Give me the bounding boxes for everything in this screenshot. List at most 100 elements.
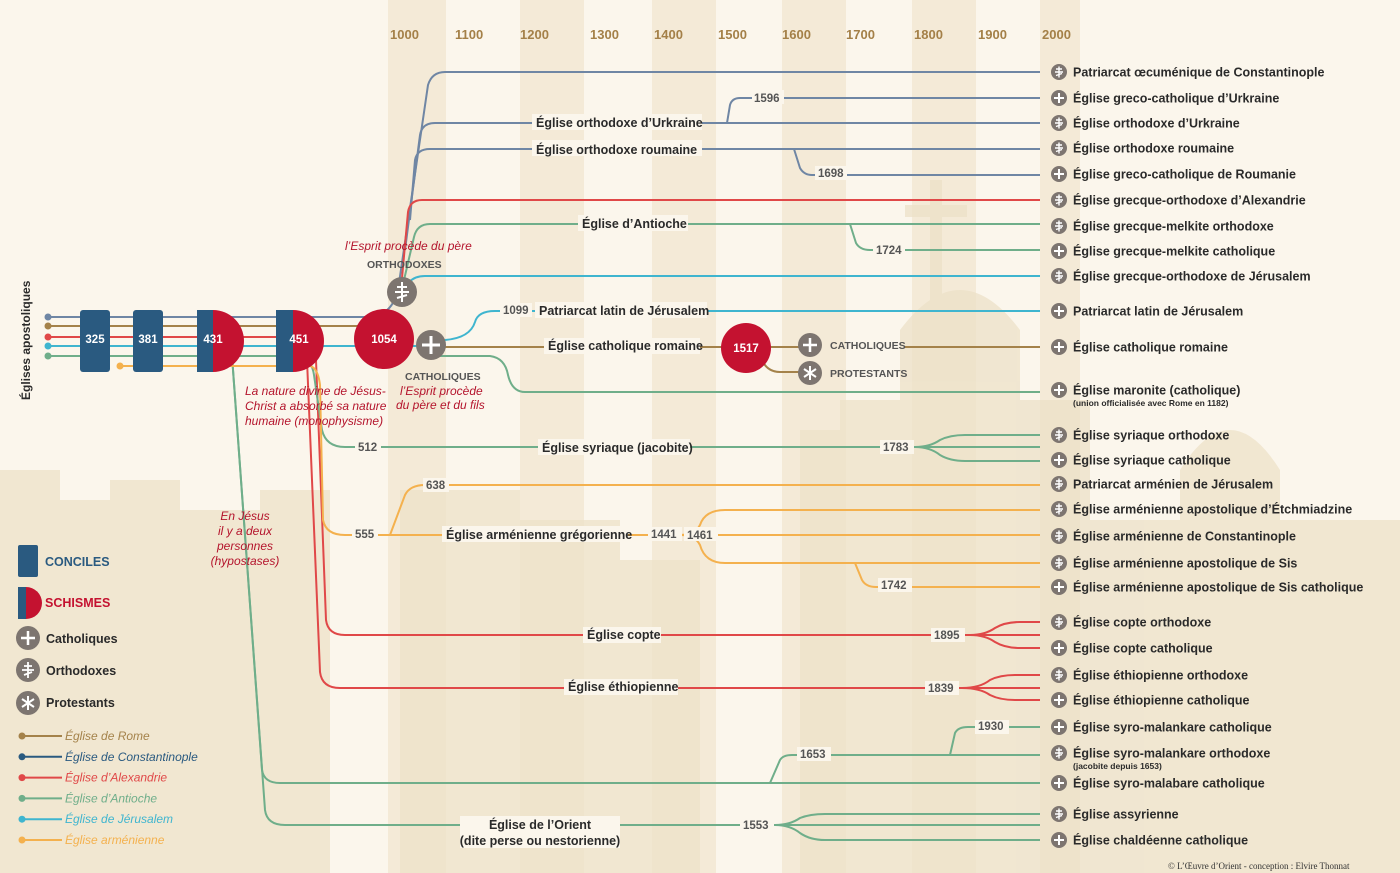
- endpoint-item: Église maronite (catholique)(union offic…: [1051, 382, 1240, 408]
- date-label: 1461: [687, 530, 713, 542]
- endpoint-label: Église syriaque orthodoxe: [1073, 428, 1229, 443]
- group-catholiques: CATHOLIQUES: [405, 371, 481, 383]
- catholic-cross-icon: [1051, 775, 1067, 791]
- endpoint-label: Église maronite (catholique): [1073, 383, 1240, 398]
- endpoint-label: Église copte catholique: [1073, 641, 1213, 656]
- council-381: 381: [133, 310, 163, 372]
- catholic-cross-icon: [1051, 452, 1067, 468]
- endpoint-label: Église éthiopienne orthodoxe: [1073, 668, 1248, 683]
- catholic-cross-icon: [1051, 339, 1067, 355]
- orthodox-cross-icon: [1051, 64, 1067, 80]
- endpoint-item: Église orthodoxe roumaine: [1051, 140, 1234, 156]
- orthodox-cross-icon: [1051, 528, 1067, 544]
- note-deux-personnes: En Jésus: [220, 509, 269, 523]
- schism-1054: 1054: [354, 309, 414, 369]
- catholic-cross-icon: [1051, 90, 1067, 106]
- date-label: 1441: [651, 529, 677, 541]
- endpoint-item: Église grecque-melkite catholique: [1051, 243, 1275, 259]
- endpoint-label: Patriarcat arménien de Jérusalem: [1073, 478, 1273, 492]
- date-label: 1724: [876, 245, 902, 257]
- orthodox-cross-icon: [16, 658, 40, 682]
- catholic-cross-icon: [1051, 166, 1067, 182]
- endpoint-label: Église copte orthodoxe: [1073, 615, 1211, 630]
- date-label: 1930: [978, 721, 1004, 733]
- endpoint-item: Église éthiopienne catholique: [1051, 692, 1249, 708]
- endpoint-item: Église arménienne apostolique de Sis: [1051, 555, 1297, 571]
- orthodox-cross-icon: [1051, 218, 1067, 234]
- branch-label: Église syriaque (jacobite): [542, 440, 693, 455]
- legend-line-item: Église arménienne: [18, 832, 165, 847]
- council-label: 451: [289, 334, 309, 346]
- date-label: 638: [426, 480, 446, 492]
- endpoint-item: Église copte catholique: [1051, 640, 1213, 656]
- endpoint-item: Église éthiopienne orthodoxe: [1051, 667, 1248, 683]
- catholic-cross-icon: [16, 626, 40, 650]
- endpoint-sublabel: (jacobite depuis 1653): [1073, 761, 1162, 771]
- legend-protestants: Protestants: [46, 696, 115, 710]
- schism-label: 1054: [371, 334, 397, 346]
- year-label: 1200: [520, 27, 549, 42]
- schism-label: 1517: [733, 343, 759, 355]
- legend-line-item: Église d’Alexandrie: [18, 770, 167, 785]
- catholic-cross-icon: [1051, 640, 1067, 656]
- note-deux-personnes: personnes: [216, 539, 273, 553]
- date-label: 1895: [934, 630, 960, 642]
- catholic-cross-icon: [416, 330, 446, 360]
- note-deux-personnes: il y a deux: [218, 524, 273, 538]
- endpoint-list: Patriarcat œcuménique de ConstantinopleÉ…: [1051, 64, 1363, 848]
- endpoint-item: Église greco-catholique de Roumanie: [1051, 166, 1296, 182]
- endpoint-label: Église grecque-melkite catholique: [1073, 244, 1275, 259]
- branch-label: Patriarcat latin de Jérusalem: [539, 304, 709, 318]
- orthodox-cross-icon: [1051, 476, 1067, 492]
- branch-label: Église d’Antioche: [582, 216, 687, 231]
- endpoint-label: Église syro-malankare catholique: [1073, 720, 1272, 735]
- legend-line-label: Église de Rome: [65, 728, 150, 743]
- note-monophysisme: La nature divine de Jésus-: [245, 384, 386, 398]
- council-label: 381: [138, 334, 158, 346]
- endpoint-item: Église copte orthodoxe: [1051, 614, 1211, 630]
- orthodox-cross-icon: [1051, 140, 1067, 156]
- branch-label: Église arménienne grégorienne: [446, 527, 632, 542]
- legend-line-item: Église de Jérusalem: [18, 811, 173, 826]
- endpoint-item: Église orthodoxe d’Urkraine: [1051, 115, 1240, 131]
- legend-line-item: Église de Constantinople: [18, 749, 198, 764]
- endpoint-label: Église arménienne de Constantinople: [1073, 529, 1296, 544]
- catholic-cross-icon: [1051, 382, 1067, 398]
- endpoint-label: Église arménienne apostolique de Sis cat…: [1073, 580, 1363, 595]
- group-orthodoxes: ORTHODOXES: [367, 259, 442, 271]
- vertical-title: Églises apostoliques: [18, 280, 33, 400]
- endpoint-item: Église syriaque orthodoxe: [1051, 427, 1229, 443]
- year-label: 1000: [390, 27, 419, 42]
- note-esprit-pere: l’Esprit procède du père: [345, 239, 472, 253]
- orthodox-cross-icon: [1051, 192, 1067, 208]
- year-label: 1700: [846, 27, 875, 42]
- date-label: 1653: [800, 749, 826, 761]
- endpoint-item: Église grecque-orthodoxe de Jérusalem: [1051, 268, 1311, 284]
- endpoint-label: Église catholique romaine: [1073, 340, 1228, 355]
- year-label: 1800: [914, 27, 943, 42]
- endpoint-label: Église syro-malankare orthodoxe: [1073, 746, 1270, 761]
- note-deux-personnes: (hypostases): [211, 554, 280, 568]
- orthodox-cross-icon: [1051, 667, 1067, 683]
- year-label: 1400: [654, 27, 683, 42]
- catholic-cross-icon: [1051, 579, 1067, 595]
- legend-line-label: Église arménienne: [65, 832, 165, 847]
- date-label: 1742: [881, 580, 907, 592]
- endpoint-label: Église assyrienne: [1073, 807, 1179, 822]
- date-label: 512: [358, 442, 377, 454]
- branch-label: Église orthodoxe roumaine: [536, 142, 697, 157]
- date-label: 1596: [754, 93, 780, 105]
- branch-label: Église de l’Orient: [489, 817, 592, 832]
- endpoint-label: Église grecque-orthodoxe d’Alexandrie: [1073, 193, 1306, 208]
- orthodox-cross-icon: [387, 277, 417, 307]
- endpoint-item: Église syro-malankare catholique: [1051, 719, 1272, 735]
- legend-conciles: CONCILES: [45, 555, 110, 569]
- protestant-icon: [798, 361, 822, 385]
- branch-label: Église copte: [587, 627, 661, 642]
- year-label: 1300: [590, 27, 619, 42]
- endpoint-label: Église arménienne apostolique de Sis: [1073, 556, 1297, 571]
- endpoint-item: Église arménienne apostolique de Sis cat…: [1051, 579, 1363, 595]
